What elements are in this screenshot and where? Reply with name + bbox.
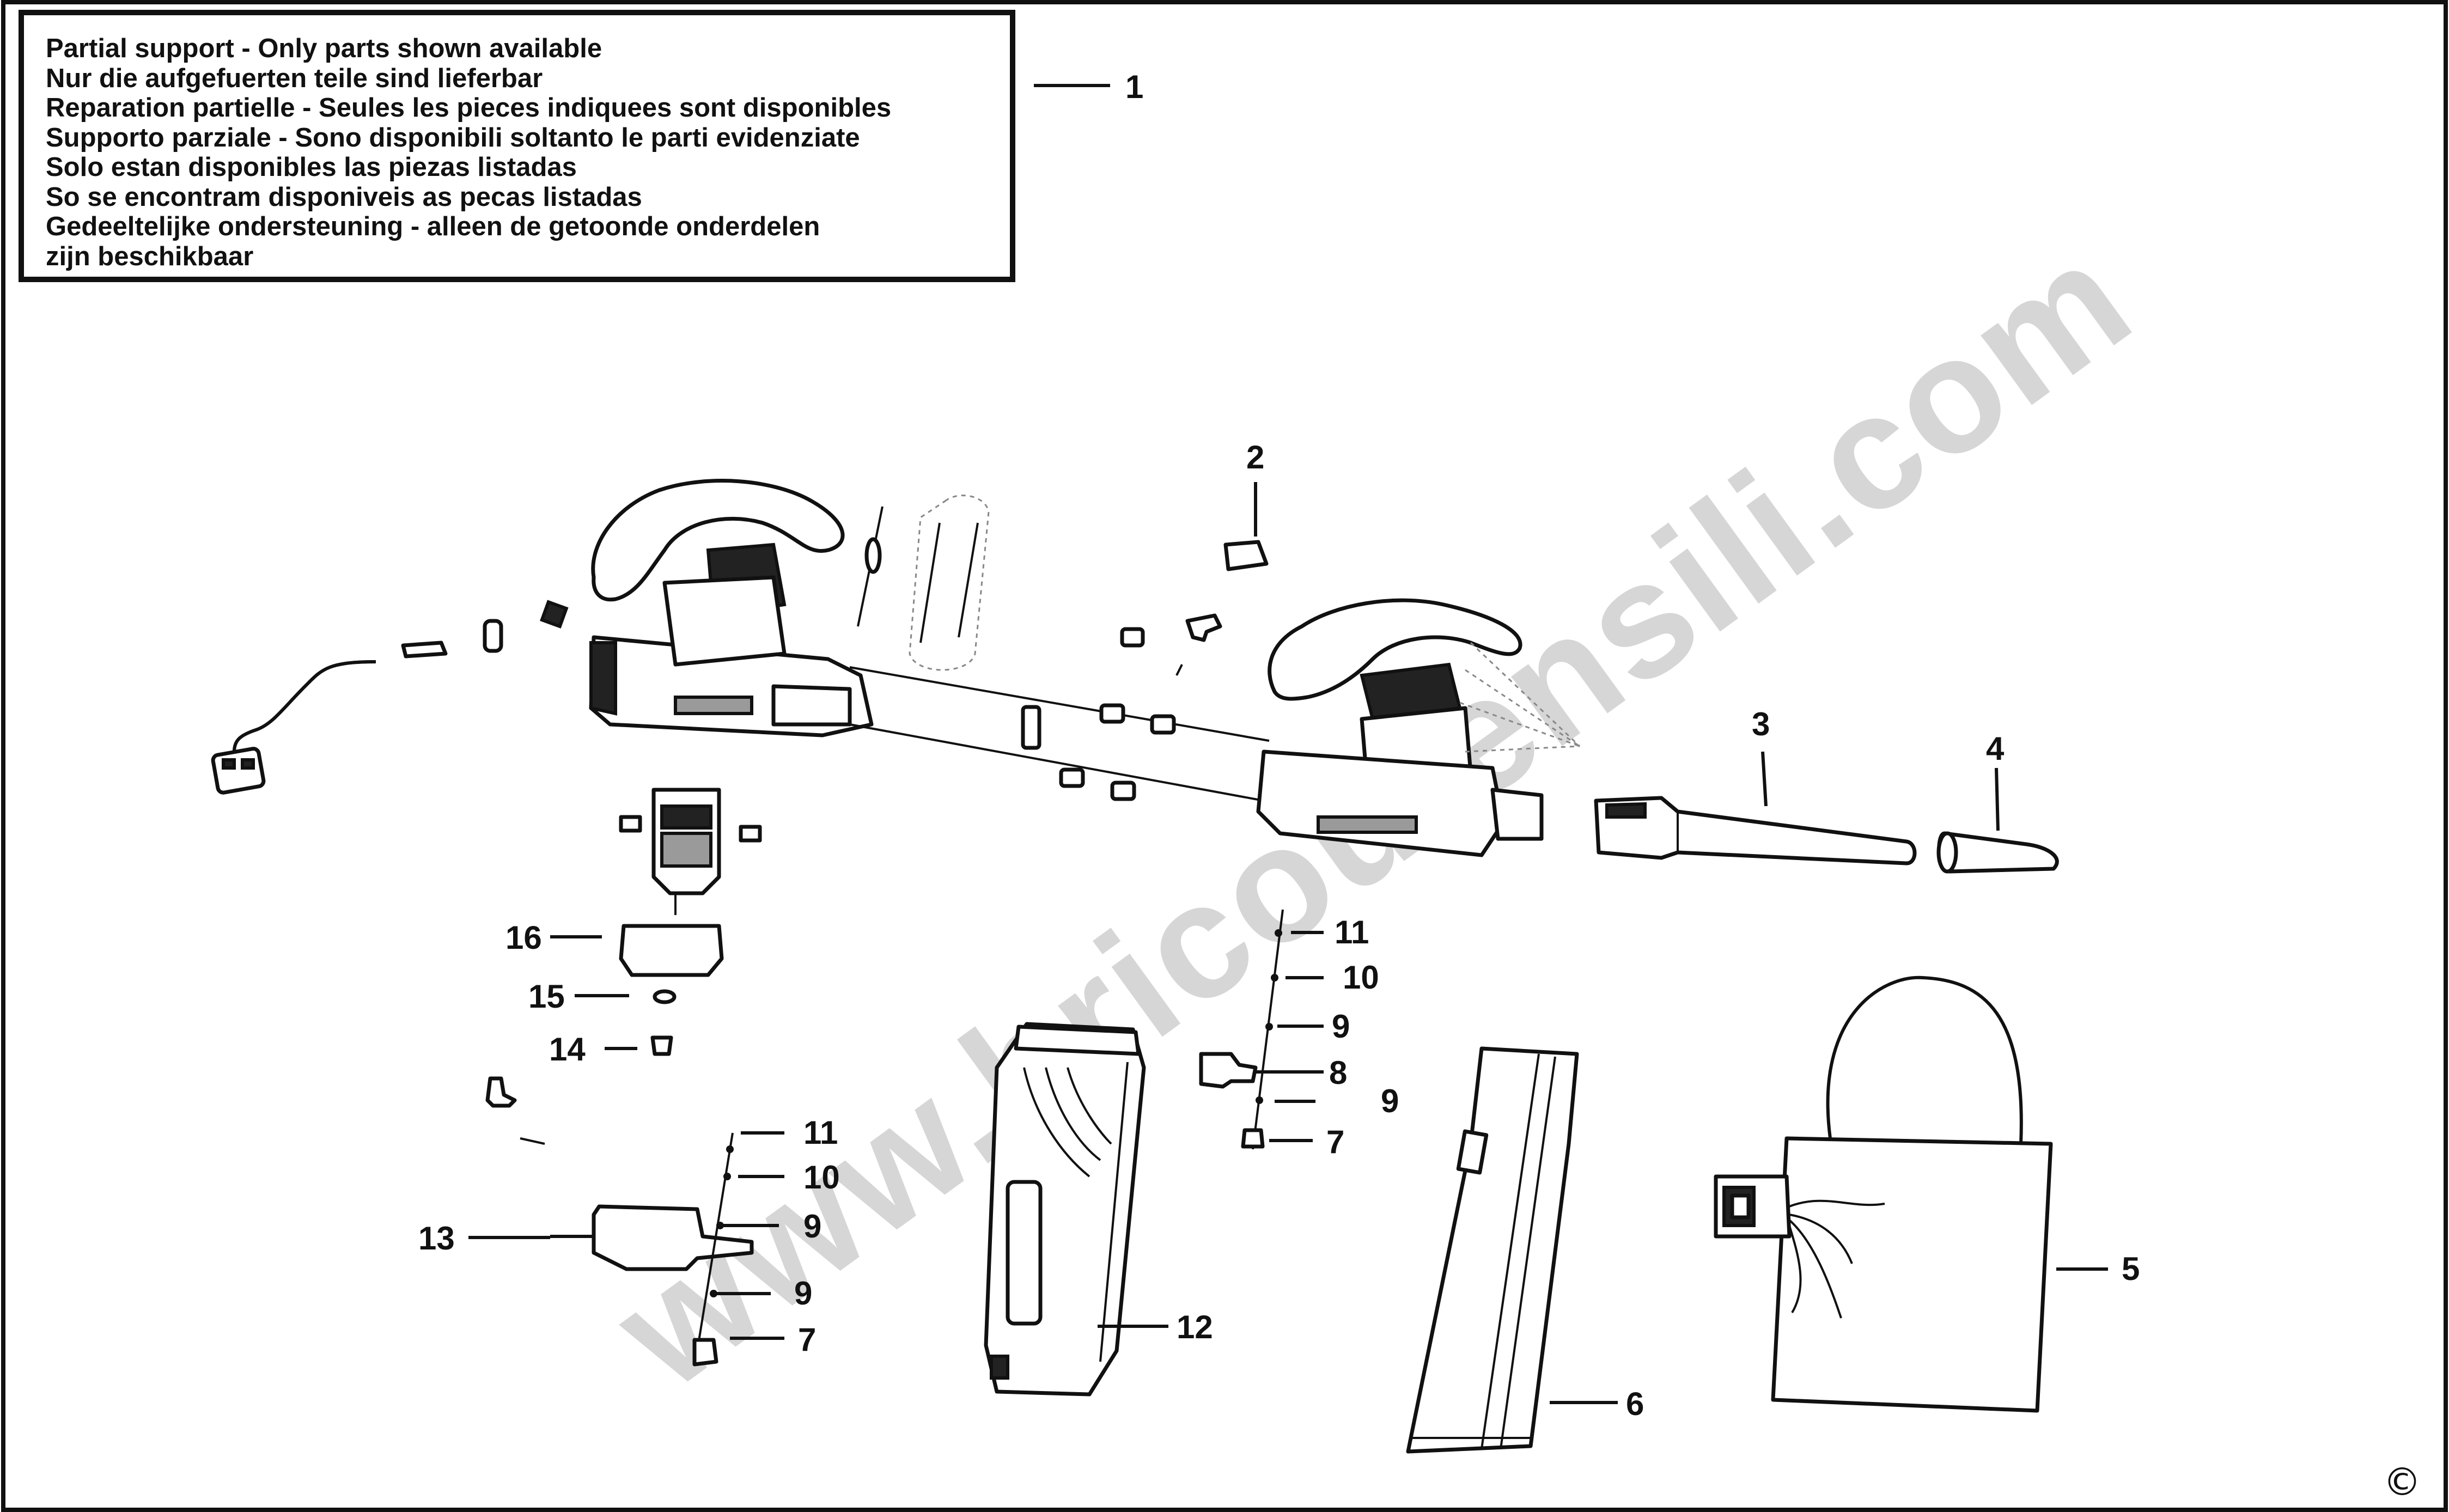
notice-line-nl-2: zijn beschikbaar (46, 241, 254, 271)
notice-line-en: Partial support - Only parts shown avail… (46, 34, 602, 63)
callout-6: 6 (1626, 1386, 1644, 1422)
washer-part-15 (653, 989, 677, 1004)
notice-line-es: Solo estan disponibles las piezas listad… (46, 153, 577, 182)
copyright-symbol: © (2383, 1460, 2421, 1504)
blower-tube-part-3 (1594, 796, 1917, 865)
notice-line-pt: So se encontram disponiveis as pecas lis… (46, 182, 642, 212)
notice-text: Partial support - Only parts shown avail… (46, 34, 891, 271)
notice-line-nl: Gedeeltelijke ondersteuning - alleen de … (46, 212, 820, 241)
callout-labels: 1 2 3 4 5 6 7 7 8 9 9 9 9 10 10 11 11 12… (418, 69, 2140, 1422)
callout-7-right: 7 (1326, 1124, 1344, 1160)
callout-8: 8 (1329, 1054, 1347, 1091)
callout-5: 5 (2122, 1251, 2140, 1287)
notice-line-fr: Reparation partielle - Seules les pieces… (46, 93, 892, 123)
callout-3: 3 (1752, 706, 1770, 742)
bag-part-5 (1714, 976, 2053, 1413)
pinion-part-14 (650, 1035, 673, 1056)
bracket-part-13 (550, 1132, 754, 1367)
callout-9-left-upper: 9 (803, 1208, 821, 1245)
switch-part-2 (1223, 540, 1269, 571)
callout-1: 1 (1125, 69, 1143, 105)
callout-11-left: 11 (803, 1114, 838, 1151)
callout-15: 15 (528, 978, 565, 1015)
left-housing (589, 479, 874, 737)
callout-9-right-lower: 9 (1381, 1083, 1399, 1119)
callout-10-right: 10 (1343, 959, 1379, 996)
motor-assembly (619, 788, 762, 1056)
callout-4: 4 (1986, 730, 2005, 767)
fan-part-16 (619, 924, 724, 977)
callout-10-left: 10 (803, 1159, 840, 1196)
callout-12: 12 (1177, 1309, 1213, 1345)
notice-line-it: Supporto parziale - Sono disponibili sol… (46, 123, 860, 153)
wire-parts (857, 495, 990, 671)
callout-9-left-lower: 9 (794, 1275, 812, 1312)
callout-9-right-upper: 9 (1332, 1008, 1350, 1045)
lower-tube-part-12 (984, 1022, 1146, 1397)
power-cord (211, 600, 569, 795)
tube-part-6 (1406, 1046, 1579, 1454)
clip-part-8 (1199, 1052, 1258, 1089)
callout-14: 14 (549, 1031, 586, 1068)
partial-support-notice: Partial support - Only parts shown avail… (19, 10, 1015, 282)
right-housing (1256, 598, 1581, 857)
leader-lines (468, 84, 2108, 1404)
notice-line-de: Nur die aufgefuerten teile sind lieferba… (46, 63, 543, 93)
loose-parts (485, 1076, 545, 1145)
callout-2: 2 (1246, 439, 1264, 475)
callout-13: 13 (418, 1220, 455, 1257)
nozzle-part-4 (1936, 831, 2059, 874)
callout-7-left: 7 (798, 1321, 816, 1358)
fasteners (1021, 613, 1222, 801)
callout-16: 16 (505, 919, 542, 956)
callout-11-right: 11 (1335, 914, 1369, 950)
screw-column (1199, 909, 1284, 1150)
assembly-lines (849, 666, 1270, 802)
